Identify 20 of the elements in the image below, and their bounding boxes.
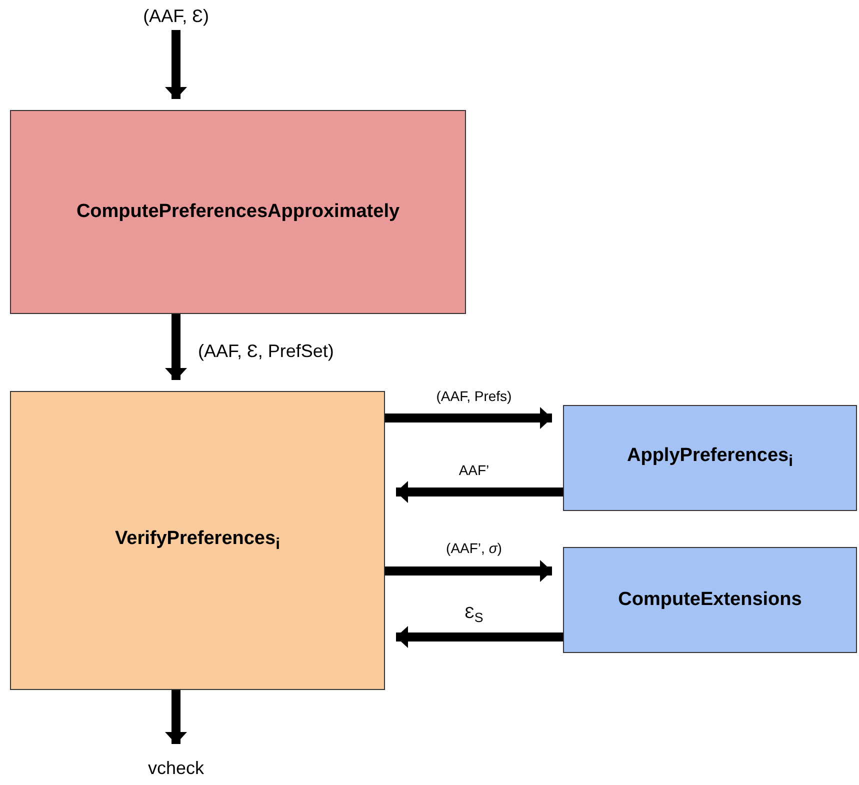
arrow [165, 30, 187, 99]
io-label: (AAF, Ɛ) [126, 2, 226, 30]
box-label: ComputeExtensions [618, 589, 802, 611]
box-label: ComputePreferencesApproximately [76, 201, 400, 223]
arrow [385, 407, 552, 429]
arrow [165, 314, 187, 380]
edge-label: (AAF’, σ) [444, 540, 504, 557]
process-box [10, 391, 385, 690]
arrow [165, 690, 187, 744]
box-label: VerifyPreferences$_{i}$ [115, 528, 280, 554]
process-box [563, 405, 857, 511]
edge-label: (AAF, Ɛ, PrefSet) [196, 341, 336, 363]
process-box [563, 547, 857, 653]
arrow [396, 626, 563, 648]
arrow [385, 560, 552, 582]
process-box [10, 110, 466, 314]
edge-label: (AAF, Prefs) [434, 388, 514, 405]
box-label: ApplyPreferences$_{i}$ [627, 445, 793, 471]
arrow [396, 481, 563, 503]
io-label: vcheck [126, 755, 226, 781]
